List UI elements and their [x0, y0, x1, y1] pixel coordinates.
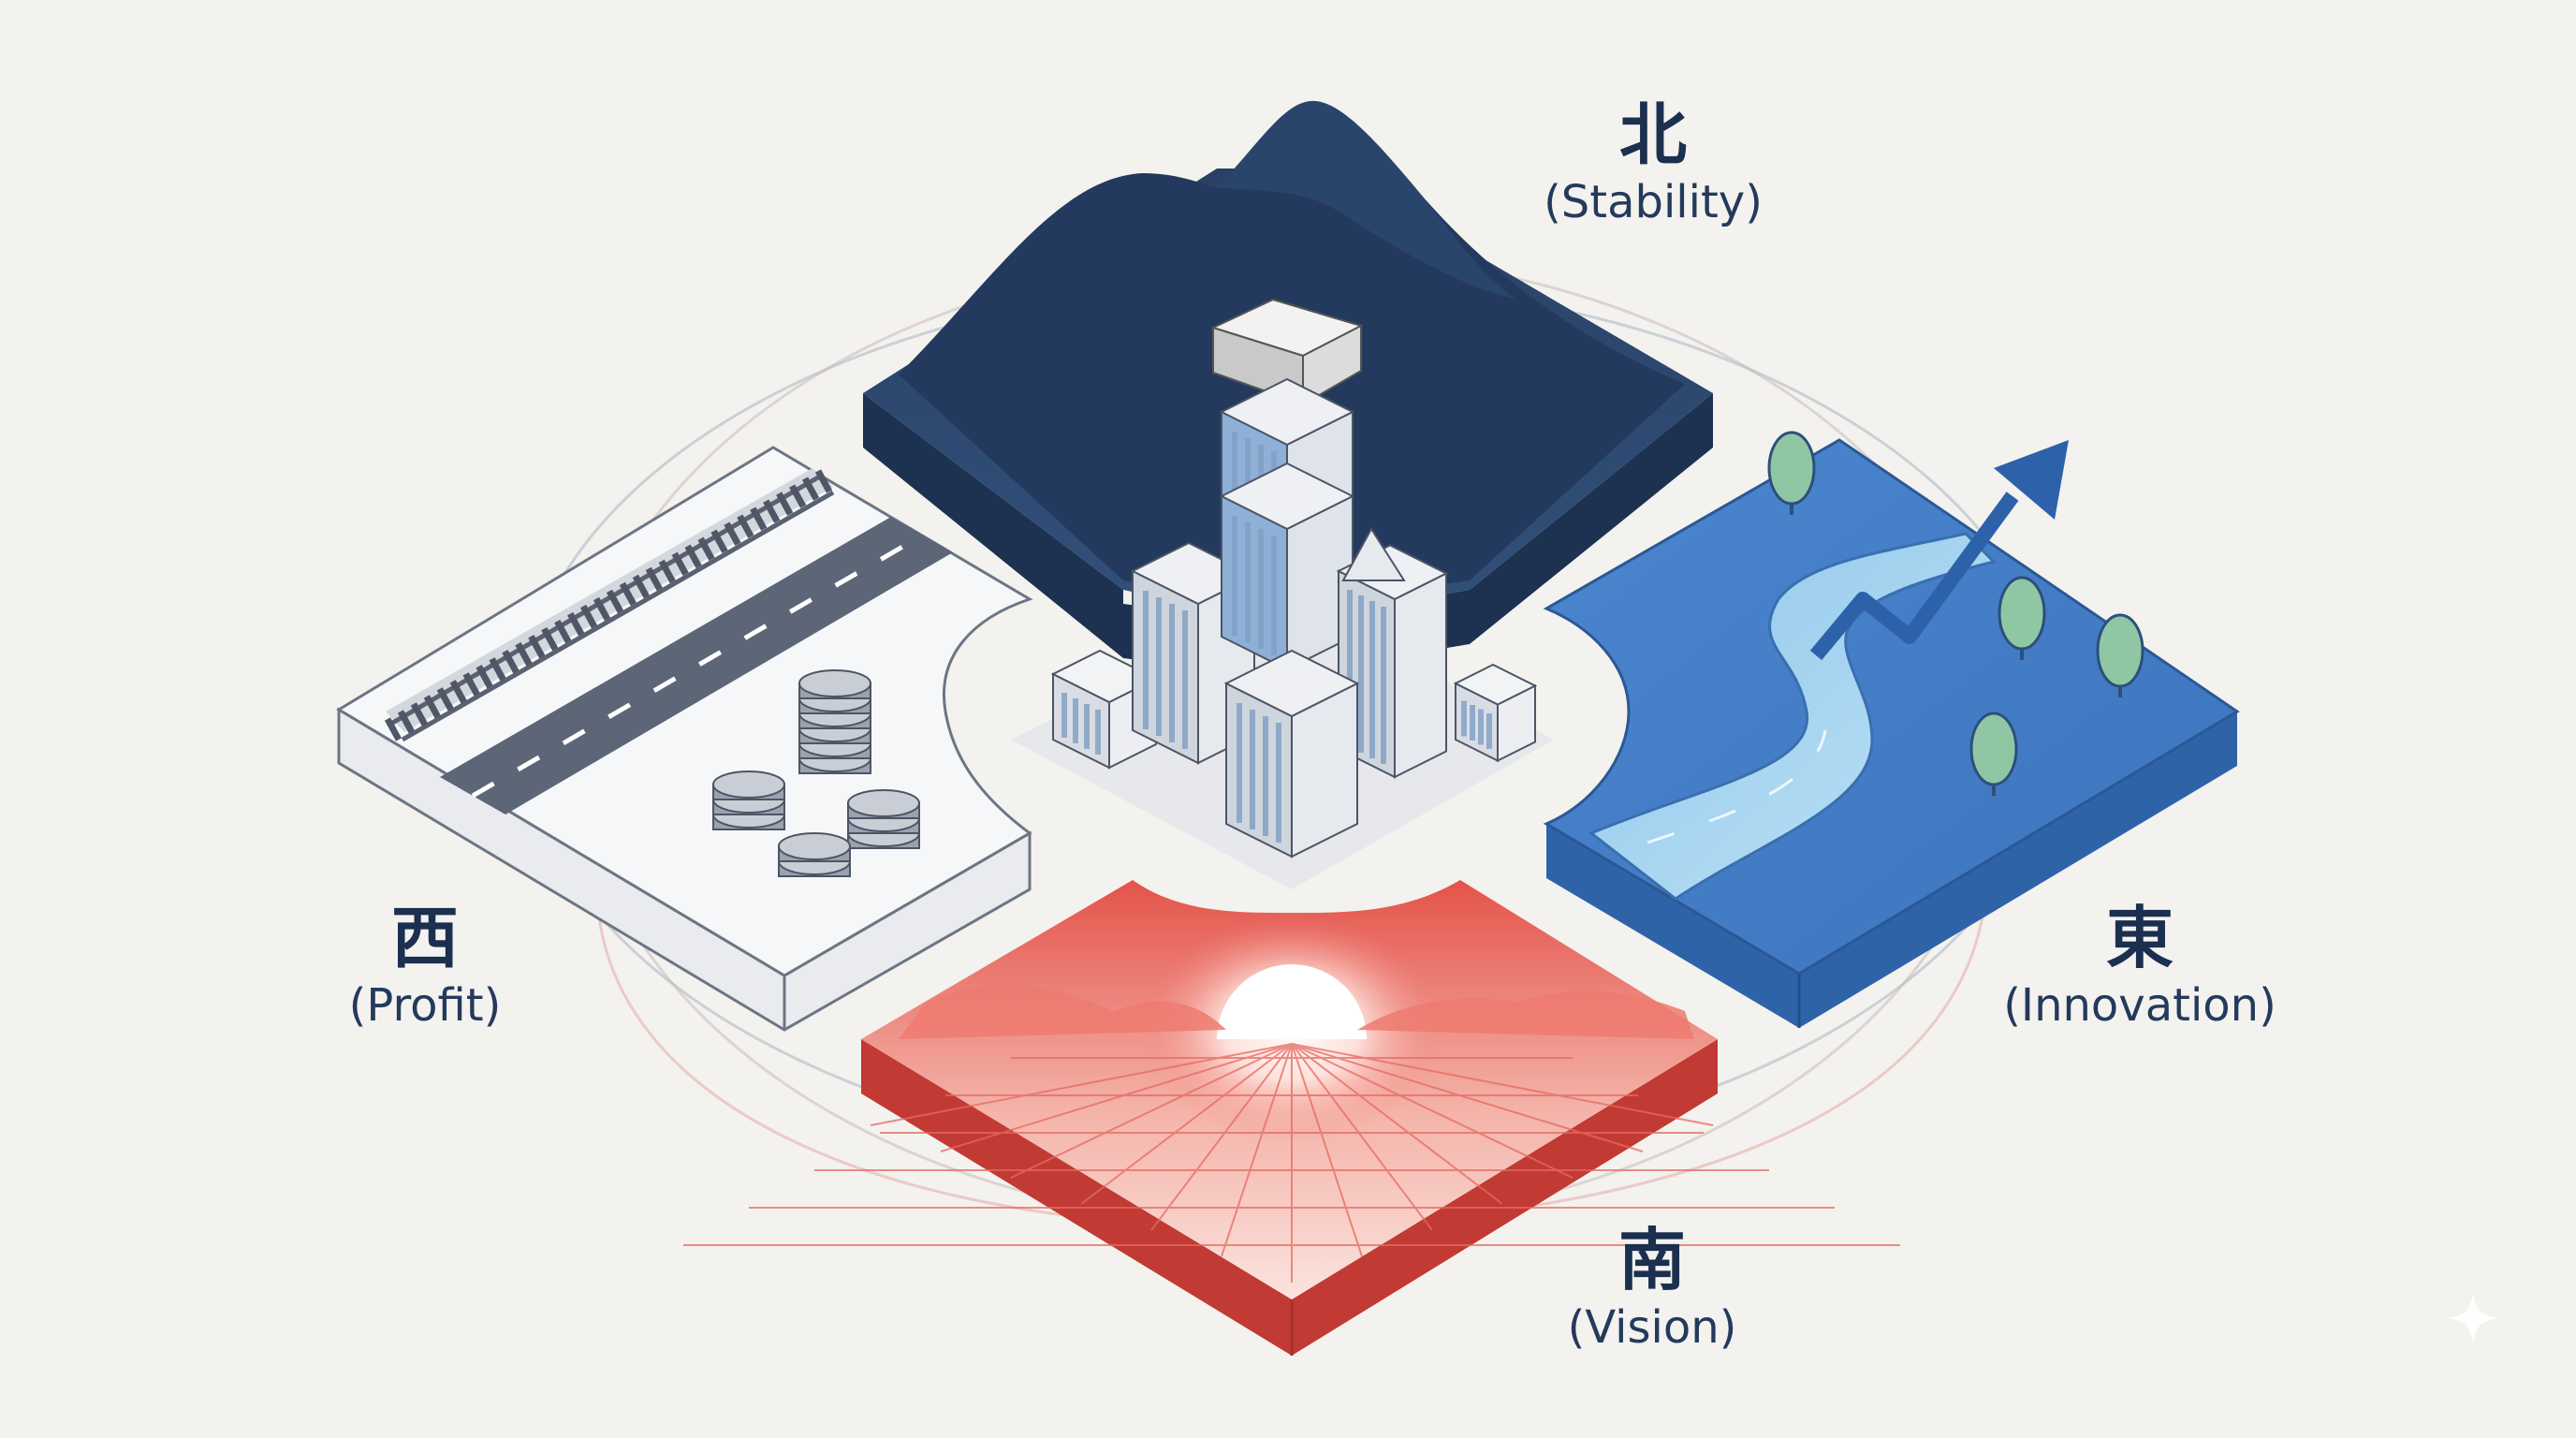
north-kanji: 北 — [1544, 95, 1763, 174]
building-icon — [1222, 463, 1353, 669]
sparkle-icon — [2443, 1288, 2503, 1348]
building-icon — [1456, 665, 1535, 761]
east-kanji: 東 — [2003, 899, 2276, 977]
north-label: 北 (Stability) — [1544, 95, 1763, 230]
building-icon — [1226, 651, 1357, 857]
east-label: 東 (Innovation) — [2003, 899, 2276, 1034]
east-caption: (Innovation) — [2003, 977, 2276, 1034]
west-caption: (Profit) — [349, 977, 502, 1034]
west-label: 西 (Profit) — [349, 899, 502, 1034]
south-label: 南 (Vision) — [1568, 1221, 1737, 1356]
west-kanji: 西 — [349, 899, 502, 977]
south-kanji: 南 — [1568, 1221, 1737, 1299]
south-caption: (Vision) — [1568, 1299, 1737, 1356]
north-caption: (Stability) — [1544, 174, 1763, 230]
